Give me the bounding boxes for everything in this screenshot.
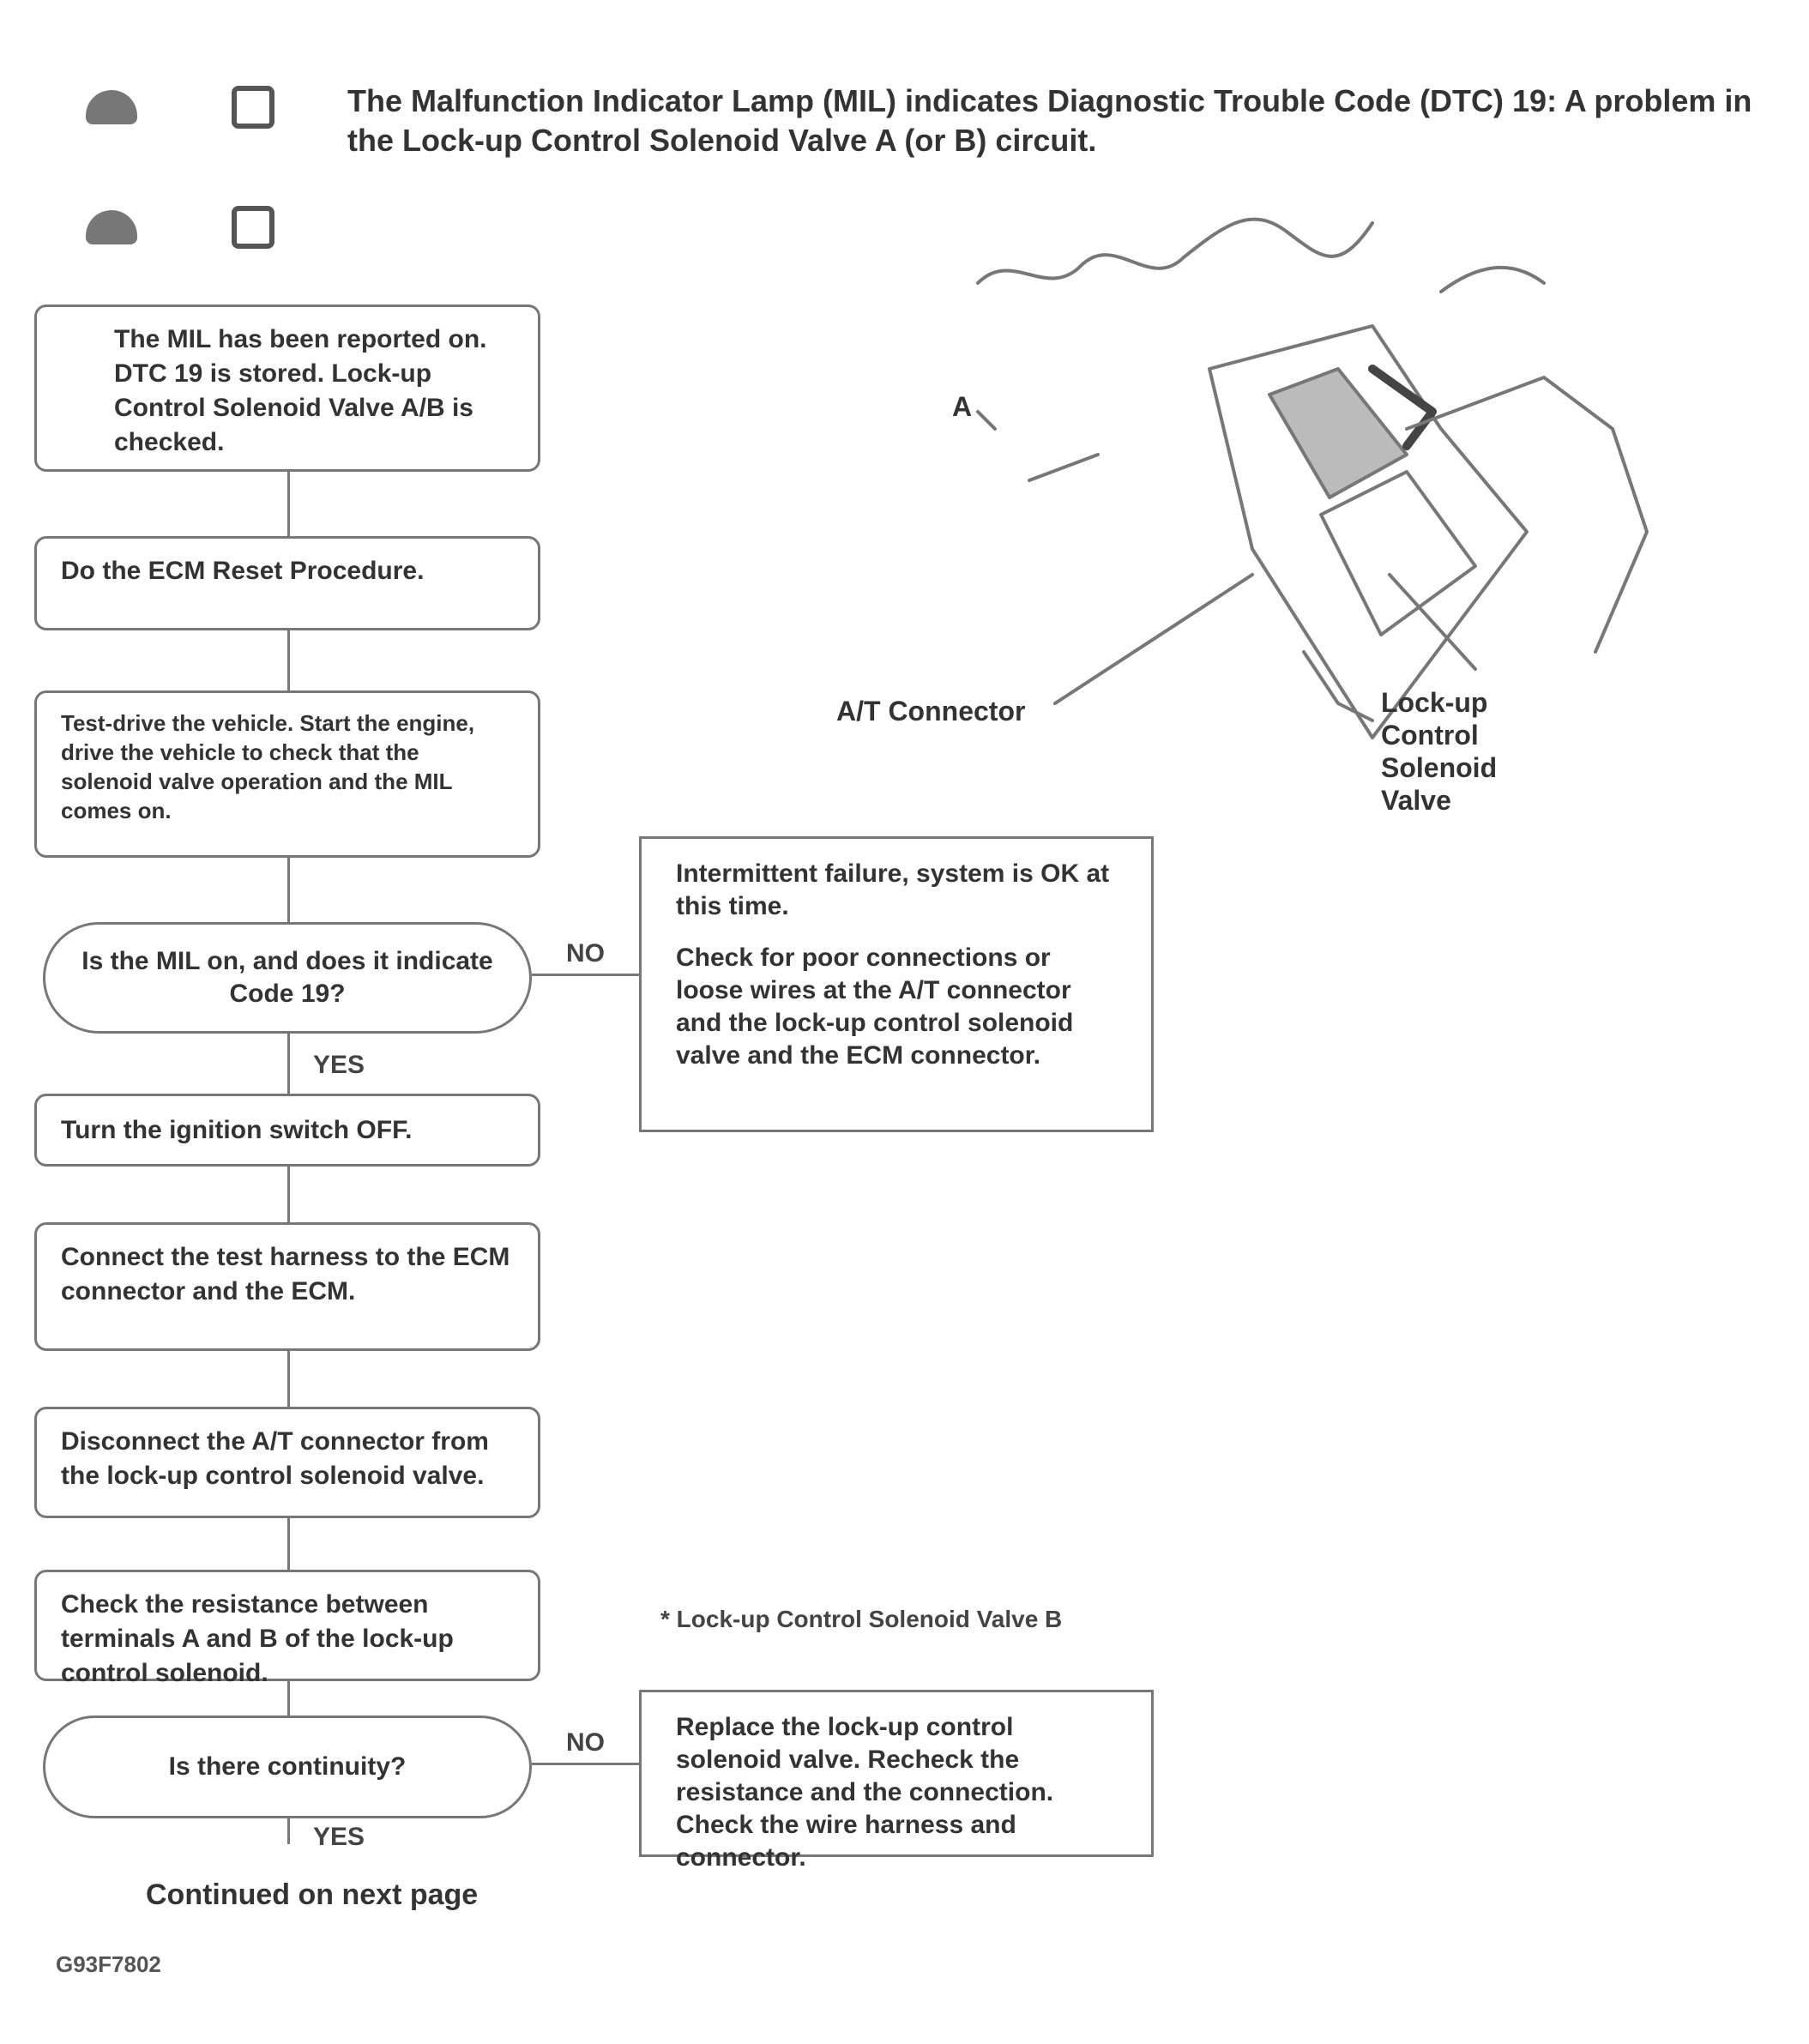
engine-icon (232, 86, 274, 129)
vehicle-icon (86, 90, 137, 124)
header-vehicle-icon (60, 77, 163, 137)
housing-edge (1028, 453, 1100, 482)
decision-1-no-label: NO (566, 939, 605, 968)
header-engine-icon (202, 77, 305, 137)
continue-label: Continued on next page (146, 1878, 479, 1911)
side-box-1-title: Intermittent failure, system is OK at th… (676, 859, 1110, 920)
figure-id: G93F7802 (56, 1951, 161, 1977)
flow-step-8: Check the resistance between terminals A… (34, 1570, 540, 1687)
no-connector-1 (532, 974, 639, 976)
harness-wire (1439, 265, 1546, 293)
illustration-label-left: A/T Connector (836, 696, 1026, 727)
leader-line-top (976, 410, 997, 431)
flow-decision-2: Is there continuity? (43, 1715, 532, 1818)
flow-step-2: Do the ECM Reset Procedure. (34, 536, 540, 630)
side-box-1: Intermittent failure, system is OK at th… (639, 836, 1154, 1132)
leader-line-left (1053, 573, 1254, 705)
side-box-1-body: Check for poor connections or loose wire… (676, 944, 1074, 1070)
decision-1-yes-label: YES (313, 1051, 365, 1079)
side-box-2: Replace the lock-up control solenoid val… (639, 1690, 1154, 1872)
vehicle-icon (86, 210, 137, 244)
flow-note: * Lock-up Control Solenoid Valve B (660, 1606, 1063, 1632)
housing-outline (1405, 376, 1649, 654)
valve-block (1268, 367, 1408, 499)
valve-body (1208, 324, 1529, 739)
no-connector-2 (532, 1763, 639, 1765)
mount-bracket (1302, 650, 1374, 722)
header-vehicle-icon-2 (60, 197, 163, 257)
harness-wire (976, 253, 1185, 285)
illustration-label-top: A (952, 391, 973, 422)
flow-step-1: The MIL has been reported on. DTC 19 is … (34, 304, 540, 472)
valve-block (1319, 470, 1477, 636)
connector-plug (1368, 365, 1437, 450)
flow-decision-1: Is the MIL on, and does it indicate Code… (43, 922, 532, 1034)
decision-2-yes-label: YES (313, 1823, 365, 1851)
engine-icon (232, 206, 274, 249)
flow-step-6: Connect the test harness to the ECM conn… (34, 1222, 540, 1351)
harness-wire (1182, 217, 1374, 259)
flow-step-5: Turn the ignition switch OFF. (34, 1094, 540, 1167)
decision-2-no-label: NO (566, 1728, 605, 1757)
side-box-2-title: Replace the lock-up control solenoid val… (676, 1713, 1054, 1872)
intro-text: The Malfunction Indicator Lamp (MIL) ind… (347, 83, 1752, 158)
illustration-label-right: Lock-up Control Solenoid Valve (1381, 687, 1498, 816)
flow-step-7: Disconnect the A/T connector from the lo… (34, 1407, 540, 1518)
leader-line-right (1388, 573, 1477, 671)
component-illustration (976, 217, 1649, 739)
flow-step-3: Test-drive the vehicle. Start the engine… (34, 690, 540, 858)
header-engine-icon-2 (202, 197, 305, 257)
